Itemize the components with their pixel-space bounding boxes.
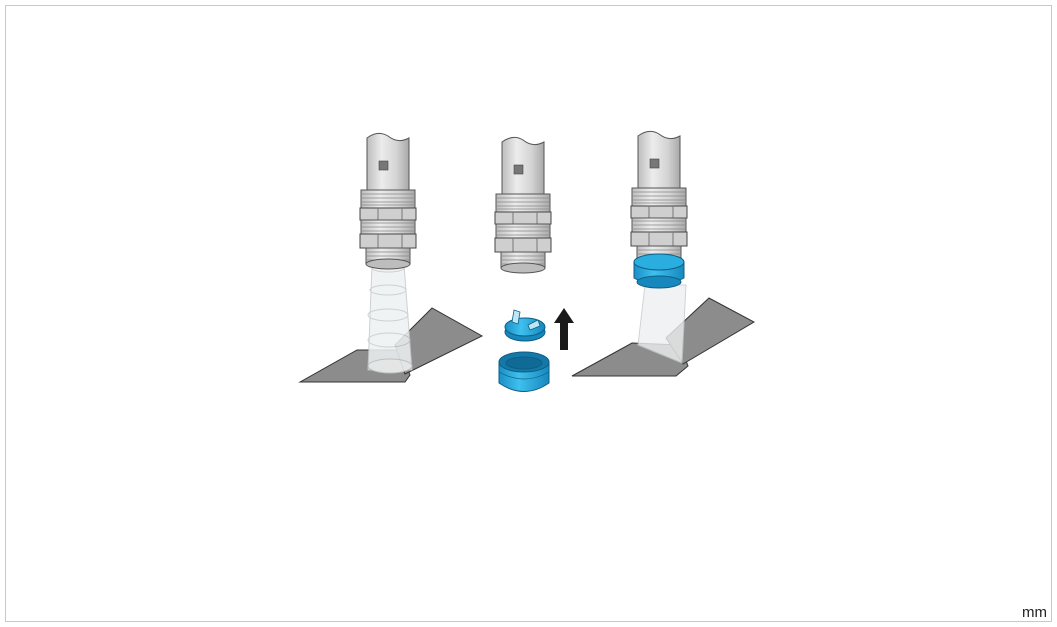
right-sensor	[630, 130, 688, 268]
protective-cap	[504, 309, 546, 342]
left-sensor	[359, 132, 417, 270]
left-beam-cone	[367, 263, 413, 374]
middle-sensor-group	[494, 136, 574, 392]
up-arrow-icon	[554, 308, 574, 350]
middle-sensor	[494, 136, 552, 274]
figure-frame	[5, 5, 1052, 622]
left-sensor-group	[298, 132, 484, 383]
blue-reflector-ring	[498, 351, 550, 392]
right-sensor-group	[571, 130, 756, 377]
unit-label: mm	[1022, 604, 1047, 621]
mounted-blue-ring	[633, 253, 685, 289]
